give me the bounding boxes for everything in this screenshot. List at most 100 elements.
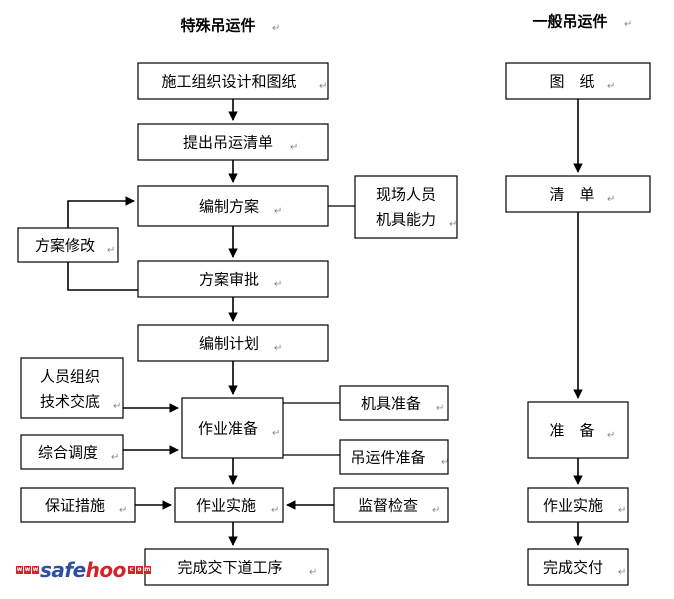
node-r1[interactable]: 图 纸 ↵ bbox=[505, 62, 651, 100]
node-n7-rect bbox=[174, 487, 284, 523]
pilcrow-s8: ↵ bbox=[432, 505, 440, 516]
node-n7[interactable]: 作业实施 ↵ bbox=[174, 487, 284, 523]
pilcrow-s2: ↵ bbox=[107, 245, 115, 256]
node-s7-label: 保证措施 bbox=[45, 497, 105, 515]
pilcrow-r1: ↵ bbox=[607, 81, 615, 92]
node-r1-rect bbox=[505, 62, 651, 100]
node-s1[interactable]: 现场人员 机具能力 ↵ bbox=[354, 175, 458, 239]
pilcrow-s1: ↵ bbox=[449, 219, 457, 230]
watermark-w-1: w bbox=[16, 566, 23, 574]
node-s8-rect bbox=[333, 487, 449, 523]
node-r2-rect bbox=[505, 175, 651, 213]
node-s3-rect bbox=[20, 357, 124, 419]
watermark-c: c bbox=[127, 566, 135, 574]
watermark-w-3: w bbox=[32, 566, 39, 574]
node-n5[interactable]: 编制计划 ↵ bbox=[137, 324, 329, 362]
watermark-m: m bbox=[143, 566, 151, 574]
node-r2-label: 清 单 bbox=[549, 186, 594, 204]
node-s1-label-line2: 机具能力 bbox=[376, 211, 436, 229]
node-n1-rect bbox=[137, 62, 329, 100]
node-n1-label: 施工组织设计和图纸 bbox=[161, 73, 296, 91]
node-s1-rect bbox=[354, 175, 458, 239]
pilcrow-r2: ↵ bbox=[607, 194, 615, 205]
node-n2-label: 提出吊运清单 bbox=[183, 134, 273, 152]
node-s2-rect bbox=[17, 227, 119, 263]
pilcrow-n1: ↵ bbox=[319, 81, 327, 92]
pilcrow-s6: ↵ bbox=[441, 457, 449, 468]
node-s5[interactable]: 机具准备 ↵ bbox=[339, 385, 449, 421]
node-s5-rect bbox=[339, 385, 449, 421]
node-n2[interactable]: 提出吊运清单 ↵ bbox=[137, 123, 329, 161]
pilcrow-n5: ↵ bbox=[274, 343, 282, 354]
node-n6[interactable]: 作业准备 ↵ bbox=[181, 397, 284, 459]
node-n7-label: 作业实施 bbox=[196, 497, 256, 515]
node-n8[interactable]: 完成交下道工序 ↵ bbox=[144, 548, 329, 586]
pilcrow-s4: ↵ bbox=[111, 452, 119, 463]
node-r3-rect bbox=[527, 401, 629, 459]
node-s4-label: 综合调度 bbox=[38, 444, 98, 462]
node-s6-rect bbox=[339, 439, 449, 475]
node-s3[interactable]: 人员组织 技术交底 ↵ bbox=[20, 357, 124, 419]
pilcrow-s5: ↵ bbox=[436, 403, 444, 414]
pilcrow-s7: ↵ bbox=[119, 505, 127, 516]
watermark-w-2: w bbox=[24, 566, 31, 574]
pilcrow-n3: ↵ bbox=[274, 206, 282, 217]
node-s8[interactable]: 监督检查 ↵ bbox=[333, 487, 449, 523]
pilcrow-n4: ↵ bbox=[274, 279, 282, 290]
pilcrow-r5: ↵ bbox=[618, 567, 626, 578]
column-title-right: 一般吊运件 bbox=[532, 13, 607, 31]
node-r4-label: 作业实施 bbox=[543, 497, 603, 515]
pilcrow-r4: ↵ bbox=[618, 505, 626, 516]
node-n6-rect bbox=[181, 397, 284, 459]
node-r4-rect bbox=[527, 487, 629, 523]
watermark-com-suffix: c o m bbox=[127, 566, 151, 574]
node-r5-rect bbox=[527, 548, 629, 586]
watermark-www-prefix: w w w bbox=[16, 566, 39, 574]
node-n1[interactable]: 施工组织设计和图纸 ↵ bbox=[137, 62, 329, 100]
pilcrow-r3: ↵ bbox=[607, 430, 615, 441]
watermark-word-hoo: hoo bbox=[85, 558, 127, 582]
node-n3[interactable]: 编制方案 ↵ bbox=[137, 185, 329, 227]
node-n5-rect bbox=[137, 324, 329, 362]
node-s3-label-line2: 技术交底 bbox=[40, 393, 100, 411]
node-r1-label: 图 纸 bbox=[549, 73, 594, 91]
node-n8-label: 完成交下道工序 bbox=[177, 559, 282, 577]
pilcrow-s3: ↵ bbox=[113, 401, 121, 412]
node-s2[interactable]: 方案修改 ↵ bbox=[17, 227, 119, 263]
column-title-left: 特殊吊运件 bbox=[180, 17, 255, 35]
node-s8-label: 监督检查 bbox=[358, 497, 418, 515]
node-r4[interactable]: 作业实施 ↵ bbox=[527, 487, 629, 523]
node-s2-label: 方案修改 bbox=[35, 237, 95, 255]
node-s4-rect bbox=[20, 434, 124, 470]
node-r5[interactable]: 完成交付 ↵ bbox=[527, 548, 629, 586]
node-n4[interactable]: 方案审批 ↵ bbox=[137, 260, 329, 298]
pilcrow-title-left: ↵ bbox=[272, 23, 280, 34]
node-n3-rect bbox=[137, 185, 329, 227]
node-n8-rect bbox=[144, 548, 329, 586]
node-s6[interactable]: 吊运件准备 ↵ bbox=[339, 439, 449, 475]
pilcrow-n6: ↵ bbox=[272, 428, 280, 439]
node-s4[interactable]: 综合调度 ↵ bbox=[20, 434, 124, 470]
pilcrow-title-right: ↵ bbox=[624, 19, 632, 30]
watermark-word-safe: safe bbox=[40, 558, 86, 582]
node-s5-label: 机具准备 bbox=[361, 395, 421, 413]
node-n4-rect bbox=[137, 260, 329, 298]
node-s7[interactable]: 保证措施 ↵ bbox=[20, 487, 136, 523]
pilcrow-n2: ↵ bbox=[290, 142, 298, 153]
node-s3-label-line1: 人员组织 bbox=[40, 368, 100, 386]
node-n3-label: 编制方案 bbox=[199, 198, 259, 216]
node-r3-label: 准 备 bbox=[549, 422, 594, 440]
node-n5-label: 编制计划 bbox=[199, 335, 259, 353]
node-s6-label: 吊运件准备 bbox=[350, 449, 425, 467]
node-r3[interactable]: 准 备 ↵ bbox=[527, 401, 629, 459]
safehoo-watermark-logo: w w w safe hoo c o m bbox=[16, 558, 152, 582]
watermark-o: o bbox=[135, 566, 143, 574]
pilcrow-n8: ↵ bbox=[309, 567, 317, 578]
node-n6-label: 作业准备 bbox=[198, 420, 258, 438]
node-s7-rect bbox=[20, 487, 136, 523]
node-r5-label: 完成交付 bbox=[543, 559, 603, 577]
node-r2[interactable]: 清 单 ↵ bbox=[505, 175, 651, 213]
pilcrow-n7: ↵ bbox=[271, 505, 279, 516]
